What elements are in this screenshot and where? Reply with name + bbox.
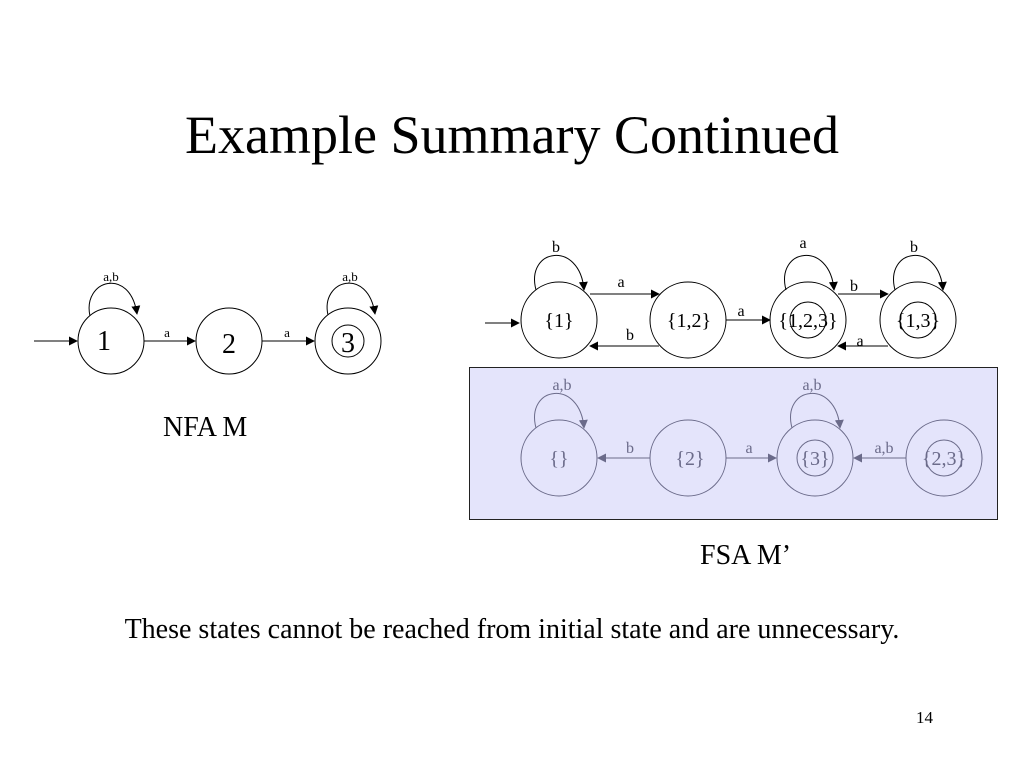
fsa-edge-123-13-label: b bbox=[850, 278, 858, 295]
fsa-loop-123-label: a bbox=[799, 235, 806, 252]
nfa-state-3 bbox=[314, 307, 382, 375]
fsa-loop-123 bbox=[784, 254, 838, 291]
fsa-loop-3 bbox=[790, 392, 844, 429]
fsa-loop-empty-label: a,b bbox=[552, 377, 571, 394]
unreachable-states-highlight bbox=[469, 367, 998, 520]
nfa-state-1 bbox=[77, 307, 145, 375]
nfa-edge-2-3-label: a bbox=[284, 325, 290, 340]
fsa-edge-2-empty-label: b bbox=[626, 440, 634, 457]
fsa-state-3-label: {3} bbox=[800, 448, 829, 470]
fsa-loop-3-label: a,b bbox=[802, 377, 821, 394]
fsa-loop-1 bbox=[534, 254, 588, 291]
fsa-state-13-label: {1,3} bbox=[896, 310, 940, 332]
page-number: 14 bbox=[916, 708, 933, 727]
slide-note: These states cannot be reached from init… bbox=[124, 614, 900, 645]
fsa-loop-13 bbox=[893, 254, 947, 291]
nfa-loop-1-label: a,b bbox=[103, 269, 119, 284]
fsa-state-13-accept-ring bbox=[899, 301, 937, 339]
slide-title: Example Summary Continued bbox=[185, 105, 839, 165]
nfa-state-3-label: 3 bbox=[341, 328, 355, 359]
nfa-diagram bbox=[34, 282, 382, 375]
fsa-edge-13-123-label: a bbox=[856, 333, 863, 350]
fsa-state-empty bbox=[520, 419, 598, 497]
fsa-state-2-label: {2} bbox=[675, 448, 704, 470]
fsa-state-3-accept-ring bbox=[796, 439, 834, 477]
fsa-state-123-label: {1,2,3} bbox=[778, 310, 837, 332]
fsa-caption: FSA M’ bbox=[700, 540, 792, 571]
fsa-state-23-label: {2,3} bbox=[922, 448, 966, 470]
fsa-state-1-label: {1} bbox=[544, 310, 573, 332]
fsa-state-3 bbox=[776, 419, 854, 497]
fsa-state-12-label: {1,2} bbox=[667, 310, 711, 332]
fsa-loop-13-label: b bbox=[910, 239, 918, 256]
nfa-loop-1 bbox=[88, 282, 141, 317]
fsa-edge-2-3-label: a bbox=[745, 440, 752, 457]
fsa-edge-23-3-label: a,b bbox=[874, 440, 893, 457]
fsa-edge-12-123-label: a bbox=[737, 303, 744, 320]
fsa-state-empty-label: {} bbox=[549, 448, 568, 470]
fsa-reachable-diagram bbox=[485, 254, 957, 359]
nfa-state-3-accept-ring bbox=[331, 324, 365, 358]
nfa-loop-3-label: a,b bbox=[342, 269, 358, 284]
fsa-state-13 bbox=[879, 281, 957, 359]
fsa-state-23-accept-ring bbox=[925, 439, 963, 477]
fsa-edge-1-12-label: a bbox=[617, 274, 624, 291]
fsa-state-123-accept-ring bbox=[789, 301, 827, 339]
nfa-loop-3 bbox=[326, 282, 379, 316]
fsa-edge-12-1-label: b bbox=[626, 327, 634, 344]
nfa-state-2-label: 2 bbox=[222, 329, 236, 360]
fsa-unreachable-diagram bbox=[520, 392, 983, 497]
nfa-edge-1-2-label: a bbox=[164, 325, 170, 340]
fsa-loop-empty bbox=[534, 392, 588, 429]
fsa-state-1 bbox=[520, 281, 598, 359]
nfa-caption: NFA M bbox=[163, 412, 248, 443]
nfa-state-1-label: 1 bbox=[97, 326, 111, 357]
fsa-loop-1-label: b bbox=[552, 239, 560, 256]
